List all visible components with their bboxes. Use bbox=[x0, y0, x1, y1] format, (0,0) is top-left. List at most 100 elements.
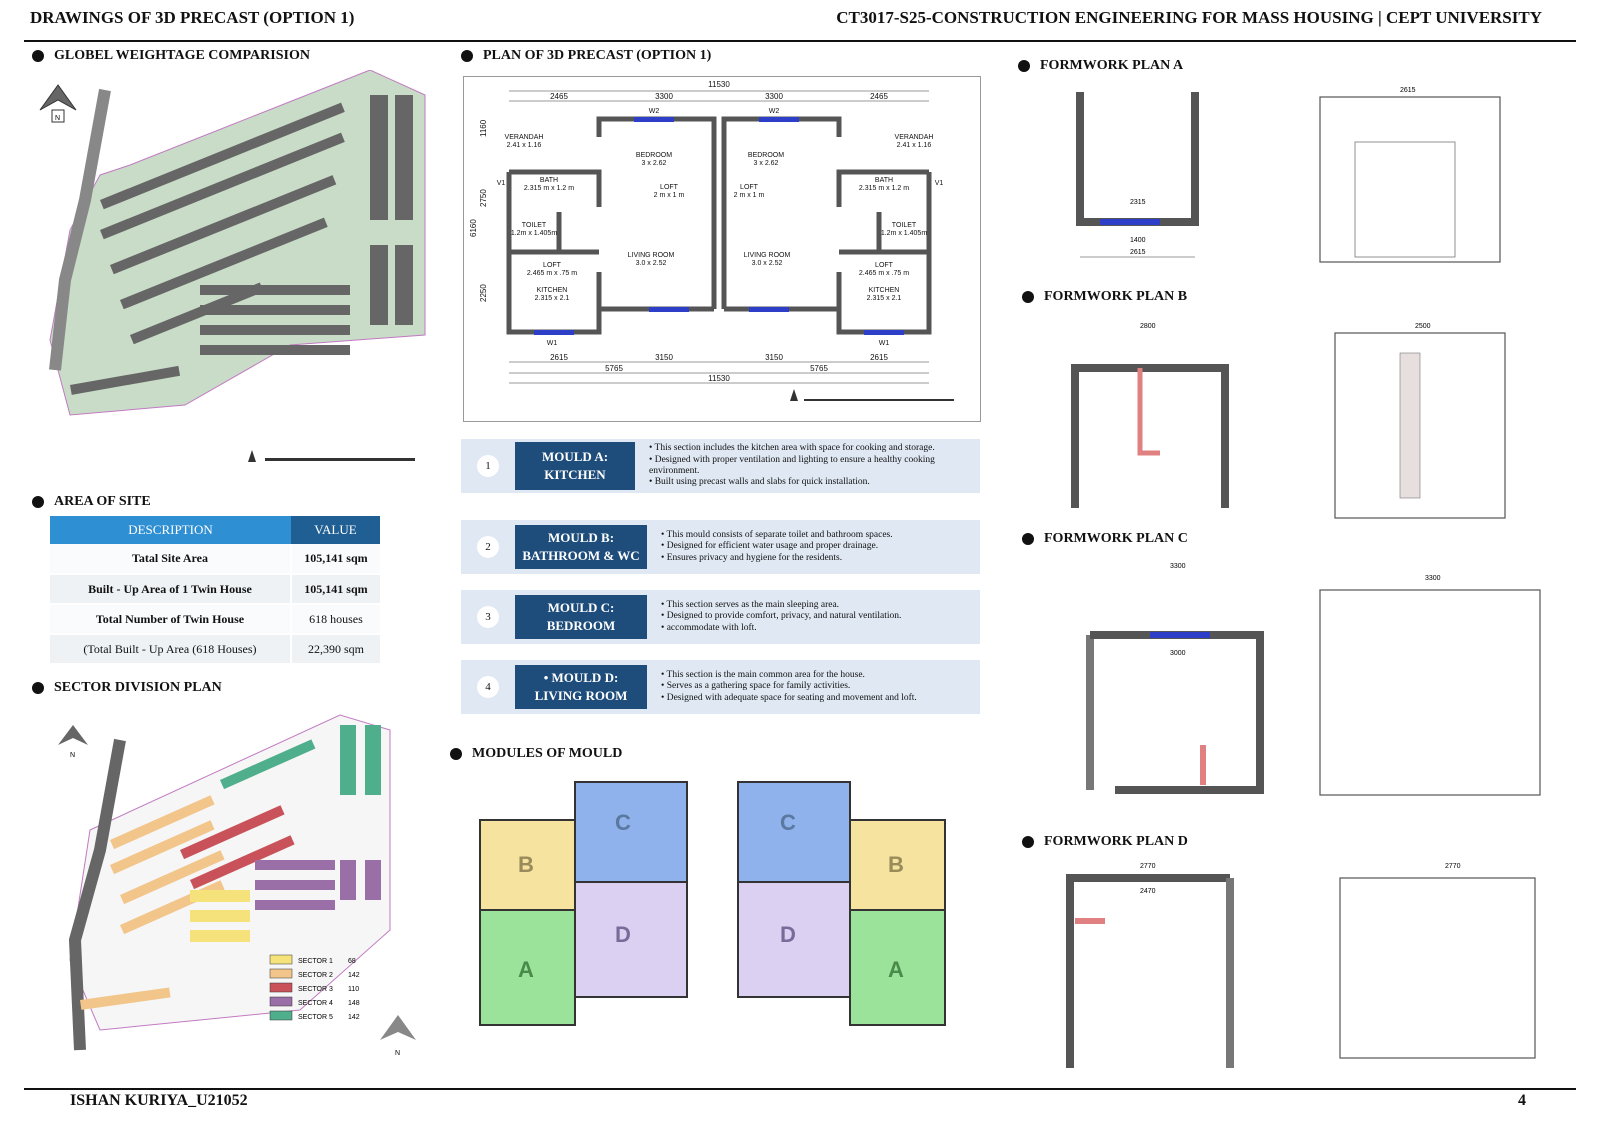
svg-text:2465: 2465 bbox=[870, 92, 888, 101]
svg-text:1.2m x 1.405m: 1.2m x 1.405m bbox=[511, 230, 557, 237]
module-c bbox=[737, 781, 851, 883]
section-formwork-d-title: FORMWORK PLAN D bbox=[1022, 834, 1188, 850]
legend-label: SECTOR 4 bbox=[298, 1000, 333, 1007]
mould-info-row: 2 MOULD B:BATHROOM & WC This mould consi… bbox=[461, 520, 980, 574]
svg-text:1160: 1160 bbox=[479, 119, 488, 137]
legend-label: SECTOR 1 bbox=[298, 958, 333, 965]
floor-plan-drawing: 11530 2465 3300 3300 2465 2615 3150 3150… bbox=[463, 76, 981, 422]
mould-number: 3 bbox=[477, 606, 499, 628]
section-modules-title: MODULES OF MOULD bbox=[450, 746, 622, 762]
svg-text:A: A bbox=[518, 957, 534, 982]
legend-label: SECTOR 3 bbox=[298, 986, 333, 993]
svg-text:3.0 x 2.52: 3.0 x 2.52 bbox=[636, 260, 667, 267]
svg-text:1400: 1400 bbox=[1130, 237, 1146, 244]
table-row: Total Number of Twin House 618 houses bbox=[50, 604, 380, 635]
section-global-title: GLOBEL WEIGHTAGE COMPARISION bbox=[32, 48, 310, 64]
bullet-dot-icon bbox=[1018, 60, 1030, 72]
north-arrow-icon: N bbox=[380, 1015, 416, 1057]
svg-text:2.315 m x 1.2 m: 2.315 m x 1.2 m bbox=[524, 185, 574, 192]
section-formwork-b-title: FORMWORK PLAN B bbox=[1022, 289, 1187, 305]
bullet-dot-icon bbox=[1022, 291, 1034, 303]
svg-text:W2: W2 bbox=[769, 108, 780, 115]
svg-text:3150: 3150 bbox=[655, 353, 673, 362]
svg-text:2250: 2250 bbox=[479, 284, 488, 302]
section-formwork-a-title: FORMWORK PLAN A bbox=[1018, 58, 1183, 74]
mould-title: MOULD B:BATHROOM & WC bbox=[515, 525, 647, 569]
room-label: BATH bbox=[540, 177, 558, 184]
svg-text:3 x 2.62: 3 x 2.62 bbox=[642, 160, 667, 167]
svg-text:N: N bbox=[395, 1050, 400, 1057]
svg-text:1.2m x 1.405m: 1.2m x 1.405m bbox=[881, 230, 927, 237]
area-table: DESCRIPTION VALUE Tatal Site Area 105,14… bbox=[50, 516, 380, 665]
course-title: CT3017-S25-CONSTRUCTION ENGINEERING FOR … bbox=[836, 8, 1542, 27]
svg-text:B: B bbox=[518, 852, 534, 877]
formwork-plan-c: 3300 3000 3300 bbox=[1086, 563, 1541, 796]
module-b bbox=[479, 819, 576, 911]
mould-title: • MOULD D:LIVING ROOM bbox=[515, 665, 647, 709]
module-a bbox=[479, 909, 576, 1026]
svg-text:3300: 3300 bbox=[1170, 563, 1186, 570]
svg-text:2.465 m x .75 m: 2.465 m x .75 m bbox=[527, 270, 577, 277]
svg-text:N: N bbox=[55, 115, 60, 122]
svg-text:A: A bbox=[888, 957, 904, 982]
svg-text:2615: 2615 bbox=[1400, 87, 1416, 94]
formwork-plan-d: 2770 2470 2770 bbox=[1066, 863, 1536, 1068]
svg-text:2 m x 1 m: 2 m x 1 m bbox=[654, 192, 685, 199]
svg-text:3.0 x 2.52: 3.0 x 2.52 bbox=[752, 260, 783, 267]
mould-title: MOULD C:BEDROOM bbox=[515, 595, 647, 639]
legend-label: SECTOR 2 bbox=[298, 972, 333, 979]
svg-text:2615: 2615 bbox=[1130, 249, 1146, 256]
svg-text:N: N bbox=[70, 752, 75, 759]
svg-text:V1: V1 bbox=[497, 180, 506, 187]
legend-count: 110 bbox=[348, 986, 359, 993]
svg-text:5765: 5765 bbox=[810, 364, 828, 373]
table-header-row: DESCRIPTION VALUE bbox=[50, 516, 380, 544]
svg-text:2615: 2615 bbox=[870, 353, 888, 362]
svg-text:3300: 3300 bbox=[765, 92, 783, 101]
svg-text:C: C bbox=[615, 810, 631, 835]
section-plan-title: PLAN OF 3D PRECAST (OPTION 1) bbox=[461, 48, 711, 64]
sector-blocks bbox=[80, 725, 381, 1010]
section-sector-title: SECTOR DIVISION PLAN bbox=[32, 680, 222, 696]
table-header: VALUE bbox=[290, 516, 380, 544]
mould-title: MOULD A:KITCHEN bbox=[515, 442, 635, 490]
svg-text:2470: 2470 bbox=[1140, 888, 1156, 895]
module-right: B C A D bbox=[737, 781, 946, 1026]
legend-swatch bbox=[269, 1010, 293, 1021]
header-rule bbox=[24, 40, 1576, 42]
modules-drawing: B C A D B C A D bbox=[479, 781, 946, 1026]
page-title: DRAWINGS OF 3D PRECAST (OPTION 1) bbox=[30, 8, 355, 27]
legend-label: SECTOR 5 bbox=[298, 1014, 333, 1021]
bullet-dot-icon bbox=[461, 50, 473, 62]
mould-description: This mould consists of separate toilet a… bbox=[661, 530, 893, 564]
svg-text:2770: 2770 bbox=[1140, 863, 1156, 870]
svg-text:2.41 x 1.16: 2.41 x 1.16 bbox=[897, 142, 932, 149]
mould-info-row: 4 • MOULD D:LIVING ROOM This section is … bbox=[461, 660, 980, 714]
module-left: B C A D bbox=[479, 781, 688, 1026]
bullet-dot-icon bbox=[32, 50, 44, 62]
bullet-dot-icon bbox=[1022, 533, 1034, 545]
table-row: (Total Built - Up Area (618 Houses) 22,3… bbox=[50, 634, 380, 665]
svg-text:C: C bbox=[780, 810, 796, 835]
room-label: LOFT bbox=[875, 262, 894, 269]
module-c bbox=[574, 781, 688, 883]
bullet-dot-icon bbox=[32, 682, 44, 694]
room-label: KITCHEN bbox=[537, 287, 568, 294]
module-d bbox=[574, 881, 688, 998]
svg-text:2500: 2500 bbox=[1415, 323, 1431, 330]
svg-text:V1: V1 bbox=[935, 180, 944, 187]
bullet-dot-icon bbox=[450, 748, 462, 760]
room-label: BEDROOM bbox=[748, 152, 784, 159]
bullet-dot-icon bbox=[32, 496, 44, 508]
svg-text:2465: 2465 bbox=[550, 92, 568, 101]
mould-description: This section is the main common area for… bbox=[661, 670, 917, 704]
plan-windows bbox=[534, 117, 904, 335]
svg-text:3300: 3300 bbox=[1425, 575, 1441, 582]
svg-text:2800: 2800 bbox=[1140, 323, 1156, 330]
svg-text:W2: W2 bbox=[649, 108, 660, 115]
room-label: TOILET bbox=[892, 222, 917, 229]
legend-swatch bbox=[269, 954, 293, 965]
room-label: BATH bbox=[875, 177, 893, 184]
room-label: LIVING ROOM bbox=[628, 252, 675, 259]
mould-info-row: 1 MOULD A:KITCHEN This section includes … bbox=[461, 439, 980, 493]
